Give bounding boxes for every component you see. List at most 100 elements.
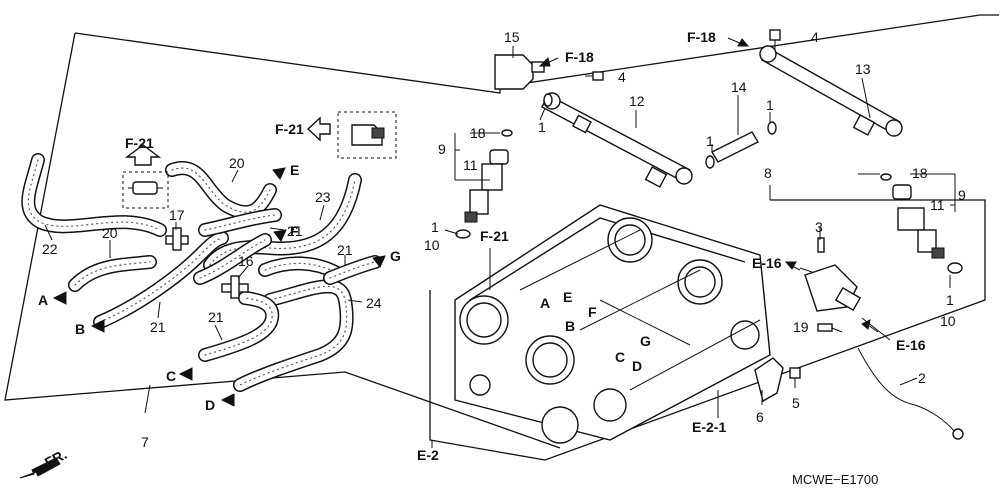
callout-1: 1 bbox=[706, 133, 714, 149]
body-mark-e: E bbox=[563, 289, 572, 305]
fuel-rail-12 bbox=[541, 92, 693, 188]
hose-end-e: E bbox=[290, 162, 299, 178]
pressure-regulator-15 bbox=[494, 54, 545, 90]
hose-21-g bbox=[323, 255, 382, 285]
callout-18: 18 bbox=[470, 125, 486, 141]
callout-7: 7 bbox=[141, 434, 149, 450]
bolt-5 bbox=[789, 367, 801, 388]
up-arrow-f21 bbox=[124, 144, 162, 166]
f18-arrows bbox=[538, 37, 879, 333]
body-mark-f: F bbox=[588, 304, 597, 320]
callout-19: 19 bbox=[793, 319, 809, 335]
injector-11-left bbox=[464, 149, 509, 223]
fuel-rail-13 bbox=[759, 45, 903, 137]
hose-22 bbox=[21, 153, 167, 237]
check-valve-part bbox=[128, 181, 163, 195]
body-mark-d: D bbox=[632, 358, 642, 374]
body-mark-a: A bbox=[540, 295, 550, 311]
joint-pipe-14 bbox=[711, 131, 759, 163]
o-rings bbox=[455, 93, 963, 274]
callout-11: 11 bbox=[463, 157, 478, 173]
callout-20: 20 bbox=[102, 225, 118, 241]
callout-20: 20 bbox=[229, 155, 245, 171]
callout-15: 15 bbox=[504, 29, 520, 45]
hose-20-lower bbox=[68, 255, 157, 292]
assembly-frame-outline bbox=[74, 14, 999, 94]
callout-8: 8 bbox=[764, 165, 772, 181]
body-mark-b: B bbox=[565, 318, 575, 334]
callout-9: 9 bbox=[958, 187, 966, 203]
hose-end-g: G bbox=[390, 248, 401, 264]
callout-21: 21 bbox=[287, 223, 303, 239]
callout-1: 1 bbox=[431, 219, 439, 235]
throttle-body-marks: A B C D E F G bbox=[540, 289, 651, 374]
hose-end-arrows bbox=[52, 167, 386, 407]
callout-4: 4 bbox=[811, 29, 819, 45]
ref-f18: F-18 bbox=[687, 29, 716, 45]
callout-21: 21 bbox=[337, 242, 353, 258]
callout-10: 10 bbox=[424, 237, 440, 253]
callout-23: 23 bbox=[315, 189, 331, 205]
callout-11: 11 bbox=[930, 197, 945, 213]
callout-24: 24 bbox=[366, 295, 382, 311]
callout-10: 10 bbox=[940, 313, 956, 329]
callout-6: 6 bbox=[756, 409, 764, 425]
pipe-2 bbox=[857, 347, 964, 440]
callout-13: 13 bbox=[855, 61, 871, 77]
connector-part bbox=[351, 124, 385, 146]
bolt-4a bbox=[585, 71, 604, 81]
callout-17: 17 bbox=[169, 207, 185, 223]
sensor-3 bbox=[804, 237, 862, 312]
hose-21-top bbox=[198, 208, 282, 237]
callout-12: 12 bbox=[629, 93, 645, 109]
callout-1: 1 bbox=[538, 119, 546, 135]
reference-labels: F-18 F-18 F-21 F-21 F-21 E-16 E-16 E-2 E… bbox=[125, 29, 926, 463]
callout-5: 5 bbox=[792, 395, 800, 411]
callout-1: 1 bbox=[946, 292, 954, 308]
ref-f18: F-18 bbox=[565, 49, 594, 65]
bolt-4b bbox=[769, 29, 781, 50]
callout-18: 18 bbox=[912, 165, 928, 181]
left-arrow-f21 bbox=[306, 116, 331, 142]
bracket-6 bbox=[754, 357, 784, 403]
hose-end-f: F bbox=[290, 223, 299, 239]
callout-1: 1 bbox=[766, 97, 774, 113]
bolt-19 bbox=[817, 323, 843, 333]
callout-2: 2 bbox=[918, 370, 926, 386]
hose-end-b: B bbox=[75, 321, 85, 337]
ref-e16: E-16 bbox=[752, 255, 782, 271]
callout-16: 16 bbox=[238, 253, 254, 269]
callout-3: 3 bbox=[815, 219, 823, 235]
hose-end-d: D bbox=[205, 397, 215, 413]
ref-e2-1: E-2-1 bbox=[692, 419, 726, 435]
hose-21-middle bbox=[193, 233, 272, 285]
hose-21-right bbox=[258, 256, 342, 279]
t-joint-17 bbox=[165, 227, 189, 251]
callout-22: 22 bbox=[42, 241, 58, 257]
hose-end-labels: A B C D E F G bbox=[38, 162, 401, 413]
diagram-code: MCWE−E1700 bbox=[792, 472, 878, 487]
f21-box-left bbox=[122, 171, 169, 209]
ref-e16: E-16 bbox=[896, 337, 926, 353]
f21-box-right bbox=[337, 111, 397, 159]
injector-11-right bbox=[892, 184, 945, 259]
hose-21-bottom bbox=[198, 291, 280, 362]
body-mark-g: G bbox=[640, 333, 651, 349]
callout-4: 4 bbox=[618, 69, 626, 85]
hose-20-upper bbox=[165, 161, 277, 220]
t-joint-16 bbox=[221, 275, 249, 299]
hose-23 bbox=[203, 173, 362, 272]
fr-direction-arrow bbox=[19, 457, 61, 479]
body-mark-c: C bbox=[615, 349, 625, 365]
leader-lines bbox=[44, 46, 956, 448]
hose-21-left bbox=[93, 231, 229, 329]
hose-24 bbox=[233, 279, 354, 392]
callout-14: 14 bbox=[731, 79, 747, 95]
ref-e2: E-2 bbox=[417, 447, 439, 463]
ref-f21: F-21 bbox=[275, 121, 304, 137]
leader-7 bbox=[144, 384, 151, 414]
ref-f21: F-21 bbox=[125, 135, 154, 151]
callout-21: 21 bbox=[150, 319, 166, 335]
callout-9: 9 bbox=[438, 141, 446, 157]
callout-21: 21 bbox=[208, 309, 224, 325]
